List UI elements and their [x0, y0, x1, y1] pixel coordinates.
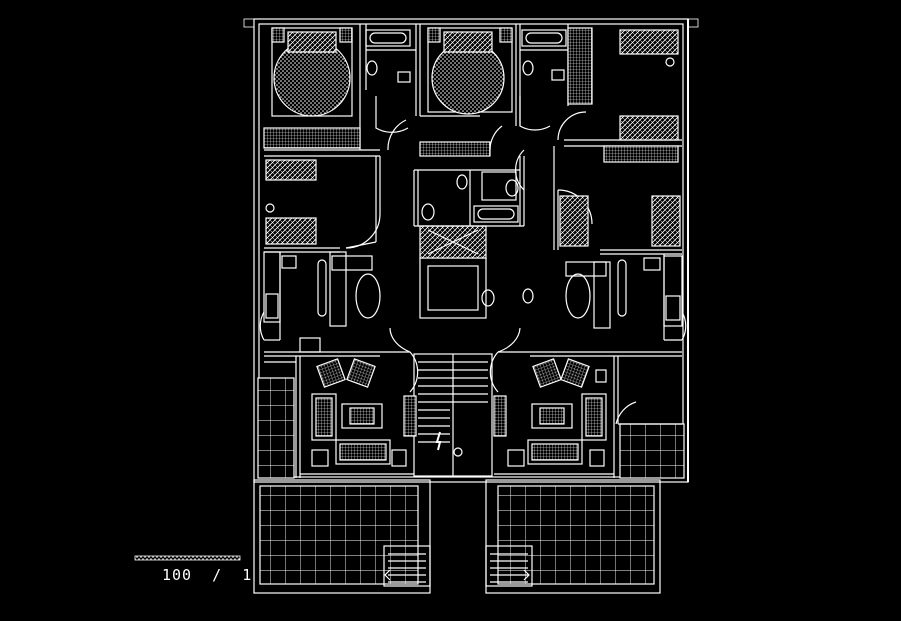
armchair-icon — [299, 337, 407, 467]
kitchen-counter-icon — [263, 251, 683, 327]
wardrobe-icon — [263, 27, 593, 157]
scale-bar — [134, 555, 241, 561]
bed-icon — [271, 27, 353, 117]
entry-steps-left — [383, 545, 431, 587]
outer-walls — [253, 18, 689, 483]
elevator-shaft — [419, 225, 487, 319]
bed-icon — [559, 145, 681, 247]
bathtub-icon — [365, 29, 567, 223]
sofa-icon — [311, 393, 417, 465]
door-swings — [259, 96, 687, 425]
column-marks — [243, 18, 699, 28]
stair-core — [413, 353, 493, 477]
sofa-icon — [493, 393, 607, 465]
armchair-icon — [507, 358, 607, 467]
dining-table-icon — [317, 251, 627, 329]
bed-icon — [619, 29, 679, 141]
entry-steps-right — [485, 545, 533, 587]
bed-icon — [265, 159, 317, 245]
bed-icon — [427, 27, 513, 115]
scale-label: 100 / 1 — [162, 566, 253, 584]
toilet-icon — [366, 60, 565, 307]
